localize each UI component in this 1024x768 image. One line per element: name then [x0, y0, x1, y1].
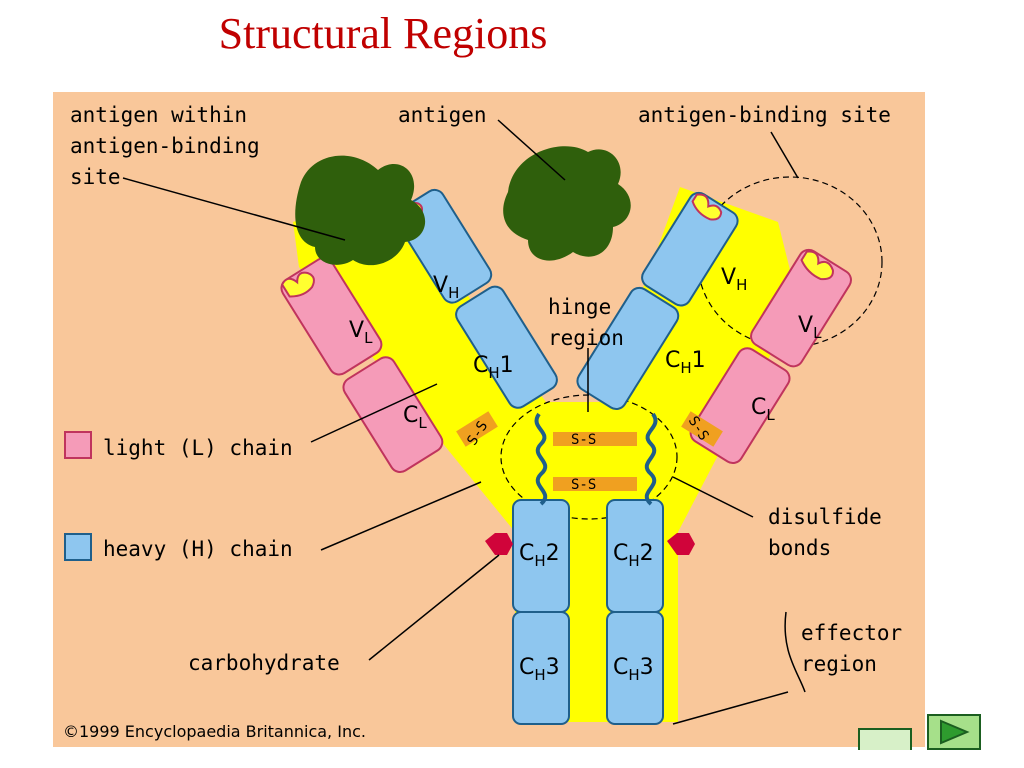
label-antigen-within-2: antigen-binding: [70, 134, 260, 158]
vl-right-pocket: [800, 250, 834, 281]
domain-label-ch2-right: CH2: [613, 541, 654, 570]
domain-label-ch3-right: CH3: [613, 655, 654, 684]
carbohydrate-right: [667, 533, 695, 555]
ss-upper-bar: [553, 432, 637, 446]
svg-text:CL: CL: [403, 403, 427, 432]
hinge-chain-right: [644, 412, 658, 506]
ch1-left-domain: [455, 285, 558, 409]
legend-heavy-swatch: [64, 533, 92, 561]
ch3-left-domain: [512, 611, 570, 725]
svg-text:VH: VH: [721, 265, 747, 294]
slide-title: Structural Regions: [218, 9, 548, 58]
domain-label-vl-left: VL: [349, 318, 373, 347]
domain-label-cl-right: CL: [751, 395, 775, 424]
label-antigen-within-1: antigen within: [70, 103, 247, 127]
label-antigen-binding-site: antigen-binding site: [638, 103, 891, 127]
play-triangle-icon: [940, 719, 970, 745]
domain-label-vh-left: VH: [433, 273, 459, 302]
hinge-circle: [500, 394, 678, 520]
domain-label-ch1-right: CH1: [665, 348, 706, 377]
label-disulfide-1: disulfide: [768, 505, 882, 529]
domain-label-ch1-left: CH1: [473, 353, 514, 382]
back-button[interactable]: [858, 728, 912, 750]
carbohydrate-left: [485, 533, 513, 555]
label-hinge-1: hinge: [548, 295, 611, 319]
ss-right-bar: [681, 411, 723, 447]
ch1-right-domain: [576, 286, 680, 410]
label-light-chain: light (L) chain: [103, 436, 293, 460]
label-antigen: antigen: [398, 103, 487, 127]
svg-text:CL: CL: [751, 395, 775, 424]
domain-label-vl-right: VL: [798, 313, 822, 342]
ss-upper-label: S-S: [571, 432, 596, 448]
vh-right-pocket: [691, 193, 723, 221]
domain-label-ch3-left: CH3: [519, 655, 560, 684]
svg-text:VL: VL: [349, 318, 373, 347]
svg-text:CH3: CH3: [519, 655, 560, 684]
vl-left-pocket: [280, 271, 315, 298]
antigen-right-shape: [503, 146, 631, 261]
ch3-right-domain: [606, 611, 664, 725]
copyright-notice: ©1999 Encyclopaedia Britannica, Inc.: [63, 722, 366, 741]
label-hinge-2: region: [548, 326, 624, 350]
legend-light-swatch: [64, 431, 92, 459]
vh-right-domain: [641, 191, 739, 307]
domain-label-cl-left: CL: [403, 403, 427, 432]
ss-lower-bar: [553, 477, 637, 491]
label-carbohydrate: carbohydrate: [188, 651, 340, 675]
antibody-diagram-svg: antigen within antigen-binding site anti…: [53, 92, 925, 747]
label-disulfide-2: bonds: [768, 536, 831, 560]
svg-text:CH1: CH1: [665, 348, 706, 377]
ss-lower-label: S-S: [571, 477, 596, 493]
domain-label-vh-right: VH: [721, 265, 747, 294]
next-slide-button[interactable]: [927, 714, 981, 750]
svg-text:VH: VH: [433, 273, 459, 302]
svg-text:CH1: CH1: [473, 353, 514, 382]
label-heavy-chain: heavy (H) chain: [103, 537, 293, 561]
label-effector-2: region: [801, 652, 877, 676]
svg-text:CH2: CH2: [613, 541, 654, 570]
binding-site-circle: [697, 176, 883, 348]
ss-left-bar: [456, 411, 498, 447]
antigen-left-shape: [295, 155, 426, 266]
hinge-chain-left: [534, 412, 548, 506]
label-antigen-within-3: site: [70, 165, 121, 189]
label-effector-1: effector: [801, 621, 902, 645]
leader-lines: [122, 119, 806, 725]
svg-text:CH2: CH2: [519, 541, 560, 570]
antibody-diagram: antigen within antigen-binding site anti…: [53, 92, 925, 747]
svg-text:CH3: CH3: [613, 655, 654, 684]
cl-left-domain: [342, 356, 444, 474]
domain-label-ch2-left: CH2: [519, 541, 560, 570]
svg-text:VL: VL: [798, 313, 822, 342]
